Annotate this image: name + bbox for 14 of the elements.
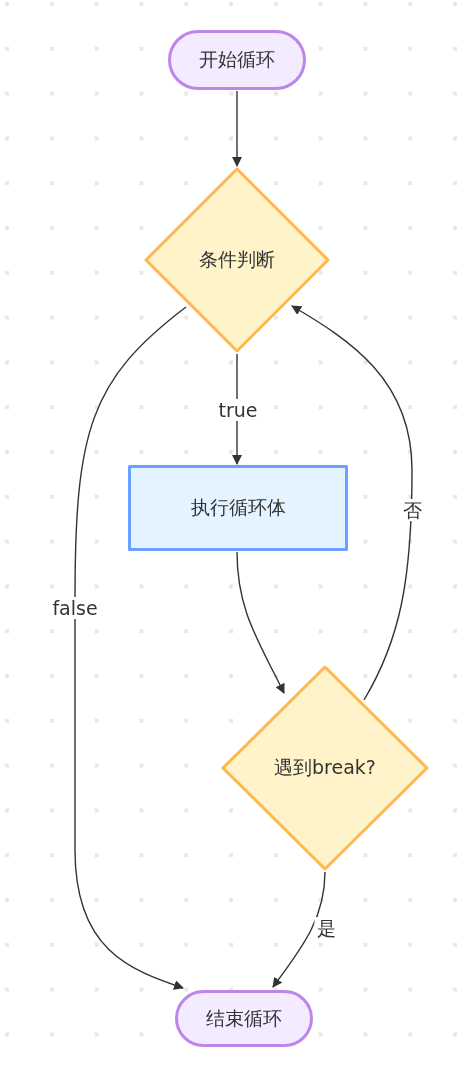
terminal-node: 开始循环 [168,30,306,90]
edge-label: 是 [314,917,338,939]
edge-label: false [50,597,100,619]
edge-label: true [216,399,260,421]
arrow [236,551,285,694]
arrow [74,306,187,990]
decision-diamond: 条件判断 [144,167,330,353]
arrow [272,871,326,988]
arrow [291,305,413,701]
process-box: 执行循环体 [128,465,348,551]
arrow [232,90,242,167]
edge-label: 否 [400,499,424,521]
terminal-node: 结束循环 [175,990,313,1047]
decision-diamond: 遇到break? [221,665,429,871]
